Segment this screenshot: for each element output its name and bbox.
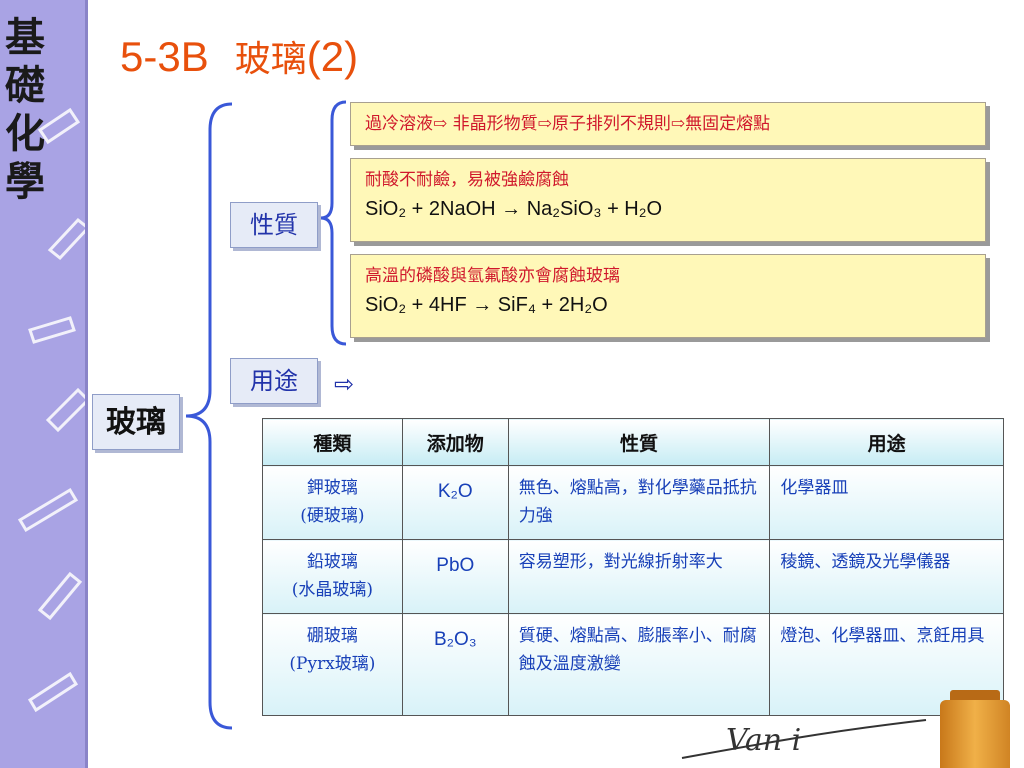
- sidebar-char: 基: [5, 14, 45, 61]
- page-title: 5-3B 玻璃(2): [120, 30, 358, 82]
- property-box-1: 過冷溶液⇨ 非晶形物質⇨原子排列不規則⇨無固定熔點: [350, 102, 986, 146]
- property-cell: 容易塑形，對光線折射率大: [507, 539, 771, 614]
- equation: SiO₂ + 4HF → SiF₄ + 2H₂O: [365, 294, 608, 316]
- sidebar-char: 化: [5, 110, 45, 157]
- sidebar-char: 礎: [5, 62, 45, 109]
- title-code: 5-3B: [120, 33, 209, 80]
- glass-type-cell: 鉀玻璃 (硬玻璃): [262, 465, 403, 540]
- table-header-row: 種類 添加物 性質 用途: [262, 418, 1004, 466]
- table-row: 鉀玻璃 (硬玻璃) K₂O 無色、熔點高，對化學藥品抵抗力強 化學器皿: [262, 465, 1004, 540]
- title-topic: 玻璃: [234, 39, 307, 80]
- property-cell: 無色、熔點高，對化學藥品抵抗力強: [507, 465, 771, 540]
- sidebar-title: 基 礎 化 學: [2, 14, 48, 206]
- vani-logo: Van i: [681, 719, 927, 759]
- title-part: (2): [306, 33, 359, 80]
- arrow-icon: ⇨: [334, 370, 355, 398]
- additive-cell: B₂O₃: [401, 613, 509, 716]
- main-label: 玻璃: [92, 394, 180, 450]
- main-brace: [185, 102, 233, 730]
- use-cell: 稜鏡、透鏡及光學儀器: [769, 539, 1004, 614]
- table-row: 硼玻璃 (Pyrx玻璃) B₂O₃ 質硬、熔點高、膨脹率小、耐腐蝕及溫度激變 燈…: [262, 613, 1004, 716]
- properties-brace: [320, 100, 347, 346]
- equation: SiO₂ + 2NaOH → Na₂SiO₃ + H₂O: [365, 198, 663, 220]
- glass-type-alt: (水晶玻璃): [291, 580, 374, 600]
- property-text: 高溫的磷酸與氫氟酸亦會腐蝕玻璃: [365, 266, 620, 286]
- property-text: 過冷溶液⇨ 非晶形物質⇨原子排列不規則⇨無固定熔點: [365, 114, 771, 134]
- glass-table: 種類 添加物 性質 用途 鉀玻璃 (硬玻璃) K₂O 無色、熔點高，對化學藥品抵…: [262, 418, 1004, 716]
- property-box-3: 高溫的磷酸與氫氟酸亦會腐蝕玻璃 SiO₂ + 4HF → SiF₄ + 2H₂O: [350, 254, 986, 338]
- glass-type-cell: 硼玻璃 (Pyrx玻璃): [262, 613, 403, 716]
- glass-type-cell: 鉛玻璃 (水晶玻璃): [262, 539, 403, 614]
- use-cell: 化學器皿: [769, 465, 1004, 540]
- properties-label: 性質: [230, 202, 318, 248]
- table-row: 鉛玻璃 (水晶玻璃) PbO 容易塑形，對光線折射率大 稜鏡、透鏡及光學儀器: [262, 539, 1004, 614]
- glass-type: 鉛玻璃: [306, 552, 358, 572]
- table-header: 添加物: [401, 418, 509, 466]
- additive-cell: PbO: [401, 539, 509, 614]
- logo-text: Van i: [726, 723, 801, 758]
- glass-type: 鉀玻璃: [306, 478, 358, 498]
- property-box-2: 耐酸不耐鹼，易被強鹼腐蝕 SiO₂ + 2NaOH → Na₂SiO₃ + H₂…: [350, 158, 986, 242]
- glass-type: 硼玻璃: [306, 626, 358, 646]
- property-cell: 質硬、熔點高、膨脹率小、耐腐蝕及溫度激變: [507, 613, 771, 716]
- jar-icon: [940, 700, 1010, 768]
- sidebar-char: 學: [5, 158, 45, 205]
- property-text: 耐酸不耐鹼，易被強鹼腐蝕: [365, 170, 569, 190]
- additive-cell: K₂O: [401, 465, 509, 540]
- uses-label: 用途: [230, 358, 318, 404]
- table-header: 用途: [769, 418, 1004, 466]
- bottle-pattern: [17, 107, 85, 713]
- table-header: 種類: [262, 418, 403, 466]
- glass-type-alt: (硬玻璃): [300, 506, 365, 526]
- sidebar: 基 礎 化 學: [0, 0, 88, 768]
- glass-type-alt: (Pyrx玻璃): [289, 654, 376, 674]
- table-header: 性質: [507, 418, 771, 466]
